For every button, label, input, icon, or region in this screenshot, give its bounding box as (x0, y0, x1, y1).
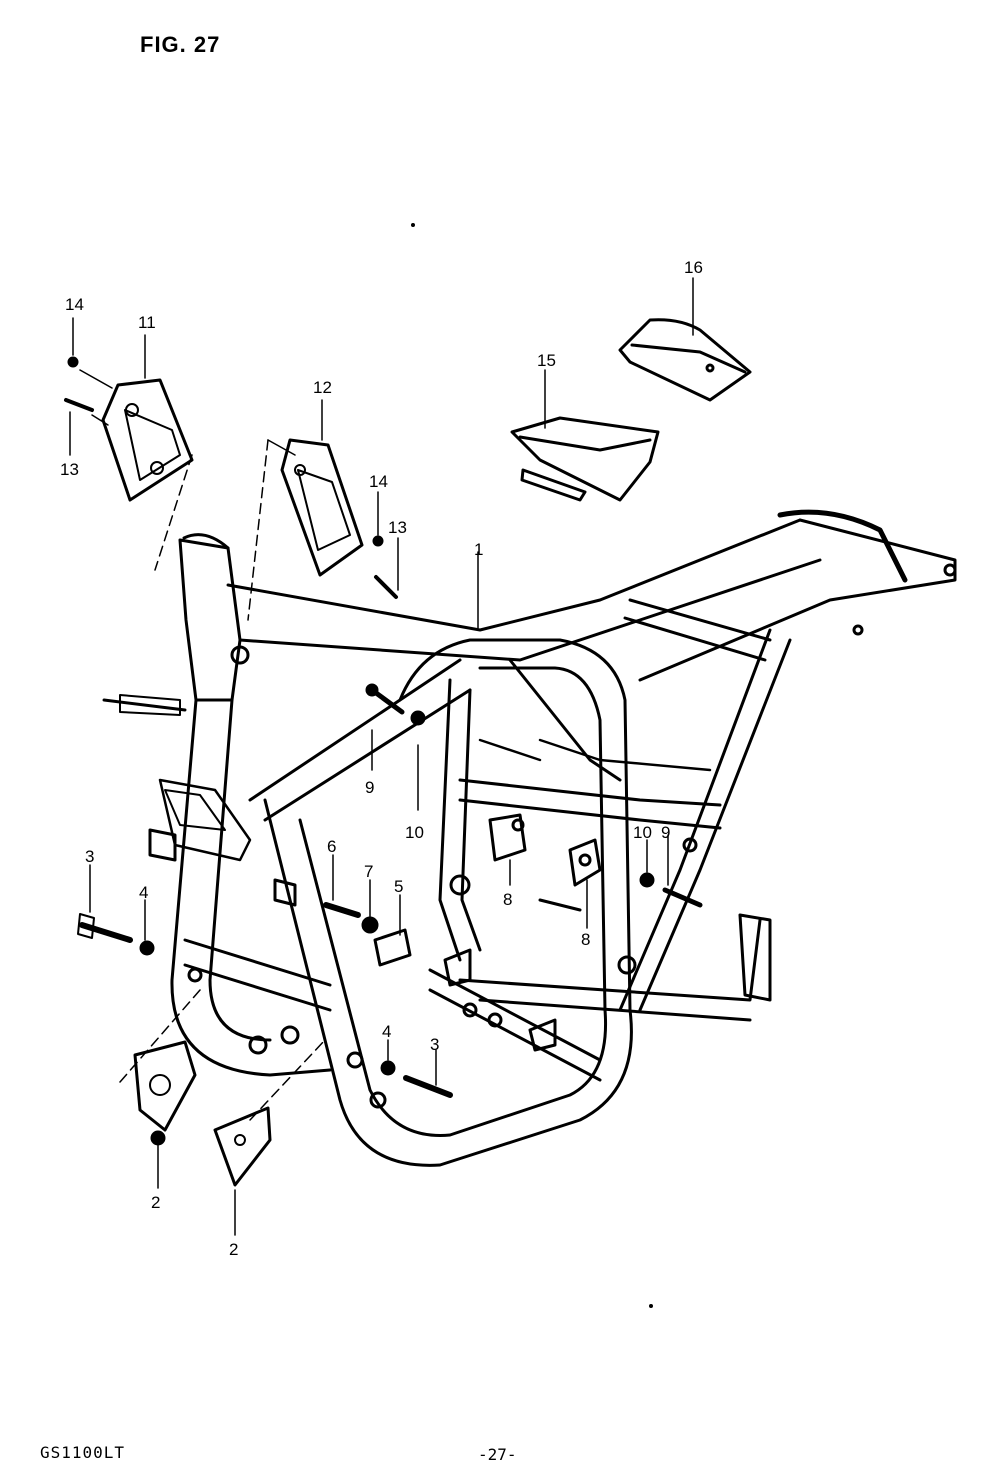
callout-6: 6 (327, 837, 336, 856)
figure-title: FIG. 27 (140, 32, 221, 57)
callout-9: 9 (661, 823, 670, 842)
bolt-set-5-6-7 (323, 854, 401, 936)
callout-12: 12 (313, 378, 332, 397)
callout-16: 16 (684, 258, 703, 277)
main-frame (102, 509, 957, 1167)
part-2-engine-mount-plates (119, 989, 326, 1236)
callout-15: 15 (537, 351, 556, 370)
callout-10: 10 (405, 823, 424, 842)
callout-2: 2 (229, 1240, 238, 1259)
callout-14: 14 (65, 295, 84, 314)
callout-10: 10 (633, 823, 652, 842)
callout-11: 11 (138, 313, 156, 332)
callout-9: 9 (365, 778, 374, 797)
callout-8: 8 (581, 930, 590, 949)
part-11-side-cover (64, 317, 194, 571)
callout-3: 3 (430, 1035, 439, 1054)
model-code: GS1100LT (40, 1443, 126, 1462)
callout-3: 3 (85, 847, 94, 866)
part-12-side-cover (247, 399, 399, 621)
callout-2: 2 (151, 1193, 160, 1212)
callout-4: 4 (139, 883, 148, 902)
callout-13: 13 (60, 460, 79, 479)
bolt-set-3-4-left (77, 864, 155, 956)
bolt-set-3-4-bottom (380, 1039, 453, 1098)
part-15-tray (510, 369, 660, 502)
callout-8: 8 (503, 890, 512, 909)
callout-13: 13 (388, 518, 407, 537)
callout-labels: 16 15 14 11 13 12 14 13 1 9 10 10 9 3 4 … (60, 258, 703, 1259)
callout-1: 1 (474, 540, 483, 559)
callout-5: 5 (394, 877, 403, 896)
page-number: -27- (478, 1445, 517, 1464)
part-8-brackets (509, 859, 588, 929)
callout-14: 14 (369, 472, 388, 491)
callout-4: 4 (382, 1022, 391, 1041)
part-16-tail-cover (618, 277, 752, 402)
callout-7: 7 (364, 862, 373, 881)
bolt-set-9-10 (365, 683, 703, 908)
